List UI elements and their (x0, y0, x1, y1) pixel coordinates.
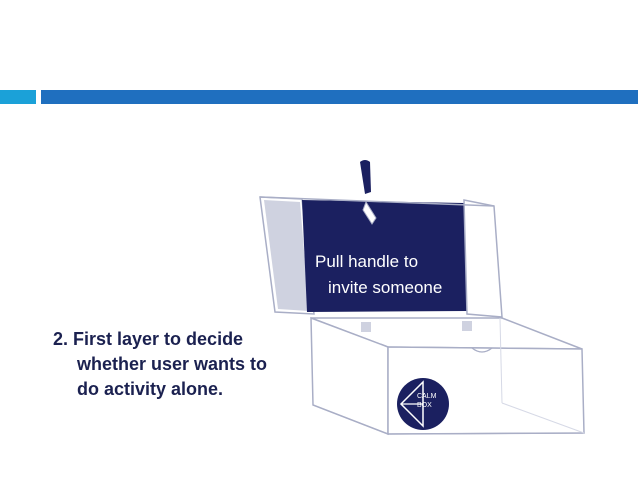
hinge-right (462, 321, 472, 331)
lid-message-line2: invite someone (328, 278, 443, 297)
logo-text: CALM BOX (417, 392, 436, 410)
pull-handle[interactable] (360, 160, 371, 194)
caption-line1: 2. First layer to decide (53, 329, 244, 349)
header-accent-bar (0, 90, 36, 104)
header-bar (41, 90, 638, 104)
box-lid-panel (302, 200, 467, 312)
slide-caption: 2. First layer to decide whether user wa… (53, 327, 313, 402)
logo-line2: BOX (417, 402, 432, 409)
caption-line3: do activity alone. (77, 379, 224, 399)
handle-ribbon (362, 200, 377, 225)
lid-message-line1: Pull handle to (315, 252, 419, 271)
lid-message: Pull handle to invite someone (315, 249, 442, 301)
hinge-left (361, 322, 371, 332)
logo-line1: CALM (417, 393, 437, 400)
box-lid-inner-side (264, 200, 309, 311)
caption-line2: whether user wants to (77, 354, 268, 374)
box-lid-right-edge (463, 199, 503, 318)
